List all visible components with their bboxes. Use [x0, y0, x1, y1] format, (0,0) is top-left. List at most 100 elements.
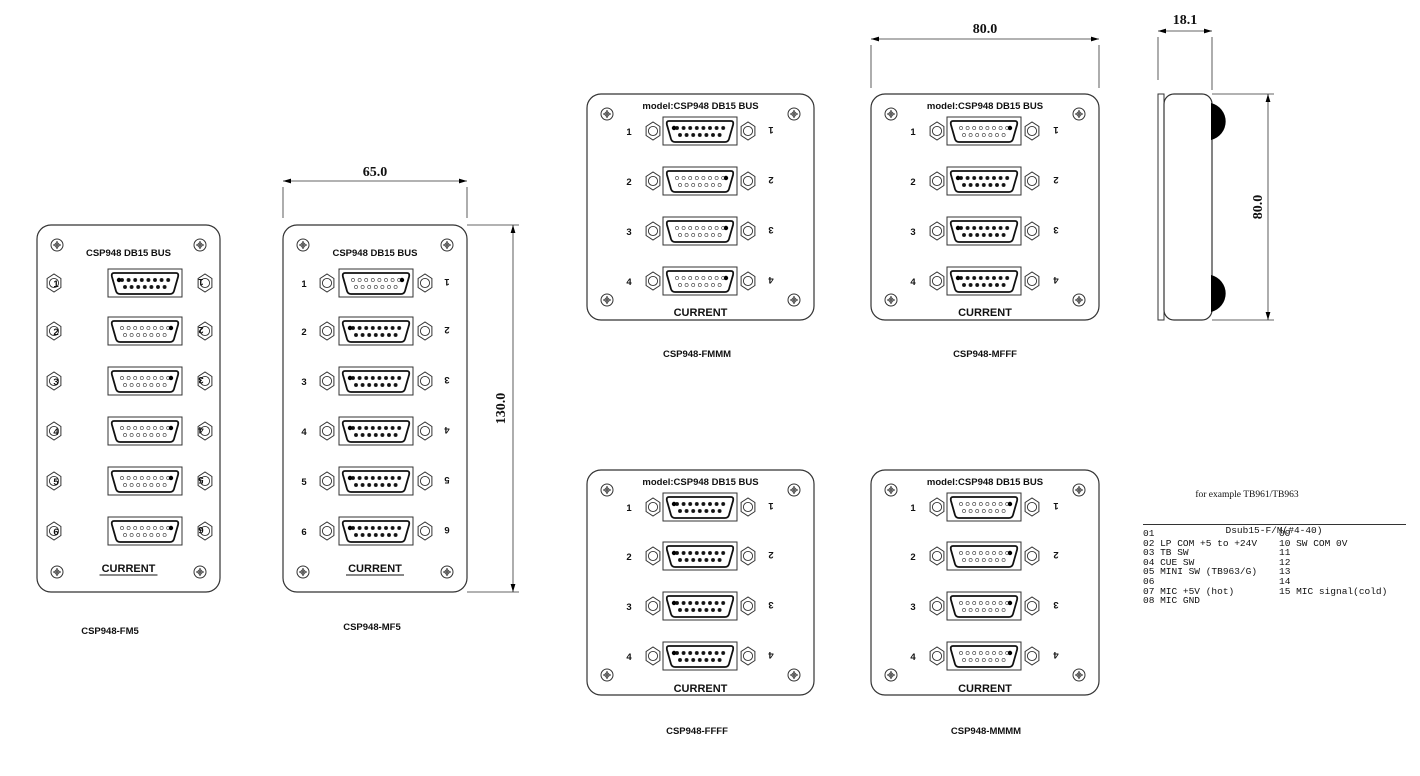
hex-nut-icon: [46, 471, 62, 491]
hex-nut-icon: [645, 171, 661, 191]
dsub-female-connector: [107, 516, 183, 546]
panel-caption: CSP948-MF5: [343, 622, 401, 633]
pin-left: 01: [1143, 528, 1155, 539]
hex-nut-icon: [417, 421, 433, 441]
dsub-female-connector: [946, 591, 1022, 621]
dsub-female-connector: [662, 216, 738, 246]
dsub-female-connector: [946, 541, 1022, 571]
screw-icon: [1072, 107, 1086, 121]
row-label: 4: [910, 652, 916, 663]
screw-icon: [440, 238, 454, 252]
dsub-male-connector: [107, 268, 183, 298]
screw-icon: [787, 107, 801, 121]
hex-nut-icon: [929, 221, 945, 241]
dsub-male-connector: [338, 366, 414, 396]
hex-nut-icon: [417, 321, 433, 341]
row-label-mirrored: 2: [198, 324, 203, 335]
row-label-mirrored: 5: [198, 474, 204, 485]
row-label-mirrored: 1: [768, 500, 774, 511]
hex-nut-icon: [197, 471, 213, 491]
row-label: 2: [910, 552, 915, 563]
screw-icon: [193, 565, 207, 579]
hex-nut-icon: [1024, 596, 1040, 616]
hex-nut-icon: [46, 321, 62, 341]
hex-nut-icon: [417, 371, 433, 391]
hex-nut-icon: [1024, 221, 1040, 241]
row-label: 4: [626, 652, 632, 663]
hex-nut-icon: [645, 271, 661, 291]
dsub-female-connector: [662, 166, 738, 196]
dsub-female-connector: [946, 116, 1022, 146]
pin-left: 04 CUE SW: [1143, 556, 1195, 568]
row-label-mirrored: 5: [444, 474, 450, 485]
hex-nut-icon: [929, 271, 945, 291]
dsub-male-connector: [662, 541, 738, 571]
hex-nut-icon: [1024, 271, 1040, 291]
hex-nut-icon: [1024, 546, 1040, 566]
current-label: CURRENT: [674, 307, 728, 319]
screw-icon: [600, 483, 614, 497]
dimension-label: 80.0: [973, 22, 998, 37]
dsub-female-connector: [107, 416, 183, 446]
row-label-mirrored: 2: [1053, 174, 1058, 185]
pin-left: 07 MIC +5V (hot): [1143, 585, 1235, 597]
hex-nut-icon: [740, 596, 756, 616]
screw-icon: [296, 238, 310, 252]
screw-icon: [787, 483, 801, 497]
screw-icon: [787, 293, 801, 307]
panel-caption: CSP948-FMMM: [663, 349, 731, 360]
hex-nut-icon: [740, 271, 756, 291]
hex-nut-icon: [46, 521, 62, 541]
row-label-mirrored: 1: [198, 276, 204, 287]
dsub-male-connector: [946, 216, 1022, 246]
row-label: 5: [301, 477, 307, 488]
row-label-mirrored: 3: [768, 224, 773, 235]
row-label-mirrored: 4: [1053, 649, 1059, 660]
dimension-label: 80.0: [1251, 195, 1266, 220]
panel-caption: CSP948-MFFF: [953, 349, 1017, 360]
hex-nut-icon: [740, 171, 756, 191]
row-label-mirrored: 6: [444, 524, 449, 535]
hex-nut-icon: [929, 646, 945, 666]
dim-width-80: 80.0: [870, 22, 1100, 88]
hex-nut-icon: [645, 221, 661, 241]
pin-right: 13: [1279, 566, 1291, 578]
row-label: 2: [626, 552, 631, 563]
hex-nut-icon: [740, 646, 756, 666]
hex-nut-icon: [740, 546, 756, 566]
pinout-row: 07 MIC +5V (hot)15 MIC signal(cold): [1143, 585, 1405, 597]
row-label: 1: [910, 127, 916, 138]
side-view: [1157, 93, 1226, 321]
row-label: 4: [301, 427, 307, 438]
row-label: 3: [301, 377, 306, 388]
dsub-female-connector: [662, 266, 738, 296]
pin-left: 02 LP COM +5 to +24V: [1143, 537, 1258, 549]
pin-left: 06: [1143, 575, 1155, 587]
row-label: 1: [301, 279, 307, 290]
dsub-male-connector: [338, 416, 414, 446]
row-label-mirrored: 1: [1053, 500, 1059, 511]
row-label: 6: [301, 527, 306, 538]
hex-nut-icon: [645, 497, 661, 517]
hex-nut-icon: [645, 646, 661, 666]
screw-icon: [440, 565, 454, 579]
row-label-mirrored: 4: [768, 274, 774, 285]
hex-nut-icon: [740, 221, 756, 241]
panel-caption: CSP948-FFFF: [666, 726, 728, 737]
row-label: 2: [626, 177, 631, 188]
hex-nut-icon: [929, 121, 945, 141]
row-label: 1: [626, 503, 632, 514]
row-label: 3: [626, 227, 631, 238]
screw-icon: [600, 668, 614, 682]
